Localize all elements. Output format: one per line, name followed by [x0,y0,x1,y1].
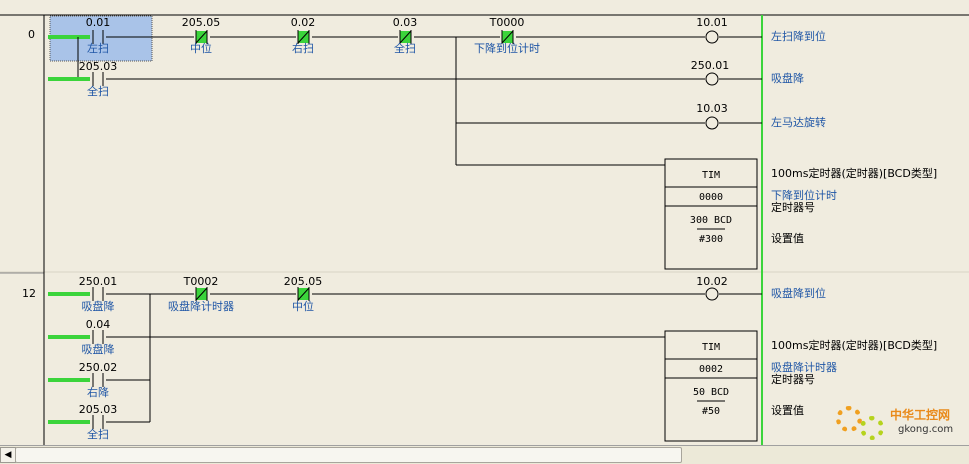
contact-205.05[interactable]: 205.05 中位 [182,16,221,55]
watermark-logo: 中华工控网 gkong.com [832,398,962,442]
timer-comment: 吸盘降计时器 [771,360,837,374]
contact-comment: 吸盘降 [82,342,115,356]
coil-address: 10.01 [696,16,728,29]
contact-comment: 右扫 [292,41,314,55]
contact-0.04[interactable]: 0.04 吸盘降 [82,318,115,356]
timer-setting: 50 BCD [693,387,729,398]
ladder-diagram[interactable]: 0 12 0.01 左扫 205.05 中位 0.02 右扫 [0,0,969,445]
contact-T0000[interactable]: T0000 下降到位计时 [474,16,540,55]
timer-setting-const: #300 [699,234,723,245]
timer-description: 100ms定时器(定时器)[BCD类型] [771,166,937,180]
coil-comment: 吸盘降到位 [771,286,826,300]
watermark-name: 中华工控网 [890,408,951,422]
timer-number: 0000 [699,192,723,203]
timer-setting-const: #50 [702,406,720,417]
coil-250.01[interactable]: 250.01 [691,59,730,86]
contact-comment: 全扫 [394,41,416,55]
timer-number-label: 定时器号 [771,200,815,214]
contact-comment: 吸盘降 [82,299,115,313]
contact-address: 205.03 [79,403,118,416]
contact-address: T0000 [489,16,525,29]
contact-address: 0.03 [393,16,418,29]
contact-address: 205.05 [284,275,323,288]
timer-number-label: 定时器号 [771,372,815,386]
contact-comment: 中位 [292,299,314,313]
timer-setting-label: 设置值 [771,404,804,417]
contact-comment: 全扫 [87,84,109,98]
coil-comment: 吸盘降 [771,71,804,85]
contact-T0002[interactable]: T0002 吸盘降计时器 [168,275,234,313]
gear-icon [836,406,862,432]
scrollbar-thumb[interactable] [15,447,682,463]
timer-comment: 下降到位计时 [771,188,837,202]
contact-comment: 中位 [190,41,212,55]
contact-address: 250.01 [79,275,118,288]
coil-address: 250.01 [691,59,730,72]
contact-address: 0.01 [86,16,111,29]
contact-205.03[interactable]: 205.03 全扫 [79,60,118,98]
coil-comment: 左马达旋转 [771,115,826,129]
contact-250.02[interactable]: 250.02 右降 [79,361,118,399]
watermark-url: gkong.com [898,424,954,435]
contact-address: 0.02 [291,16,316,29]
contact-address: 250.02 [79,361,118,374]
contact-address: 0.04 [86,318,111,331]
timer-block-0000[interactable]: TIM 0000 300 BCD #300 [664,158,758,270]
contact-0.03[interactable]: 0.03 全扫 [393,16,418,55]
timer-setting-label: 设置值 [771,232,804,245]
contact-250.01[interactable]: 250.01 吸盘降 [79,275,118,313]
contact-0.01[interactable]: 0.01 左扫 [86,16,111,55]
timer-description: 100ms定时器(定时器)[BCD类型] [771,338,937,352]
contact-comment: 下降到位计时 [474,41,540,55]
coil-10.01[interactable]: 10.01 [696,16,728,44]
contact-address: T0002 [183,275,219,288]
coil-comment: 左扫降到位 [771,29,826,43]
rung-number: 12 [22,287,36,300]
contact-comment: 吸盘降计时器 [168,299,234,313]
coil-address: 10.03 [696,102,728,115]
contact-comment: 全扫 [87,427,109,441]
timer-block-0002[interactable]: TIM 0002 50 BCD #50 [664,330,758,442]
contact-comment: 右降 [87,385,109,399]
gear-icon [860,416,884,440]
horizontal-scrollbar[interactable]: ◀ [0,445,969,464]
rung-number: 0 [28,28,35,41]
contact-comment: 左扫 [87,42,109,55]
contact-address: 205.03 [79,60,118,73]
contact-205.05[interactable]: 205.05 中位 [284,275,323,313]
coil-10.02[interactable]: 10.02 [696,275,728,301]
contact-205.03[interactable]: 205.03 全扫 [79,403,118,441]
timer-instruction: TIM [702,170,720,181]
scroll-left-arrow-icon[interactable]: ◀ [0,447,16,463]
contact-0.02[interactable]: 0.02 右扫 [291,16,316,55]
contact-address: 205.05 [182,16,221,29]
coil-address: 10.02 [696,275,728,288]
timer-instruction: TIM [702,342,720,353]
timer-setting: 300 BCD [690,215,732,226]
timer-number: 0002 [699,364,723,375]
coil-10.03[interactable]: 10.03 [696,102,728,130]
